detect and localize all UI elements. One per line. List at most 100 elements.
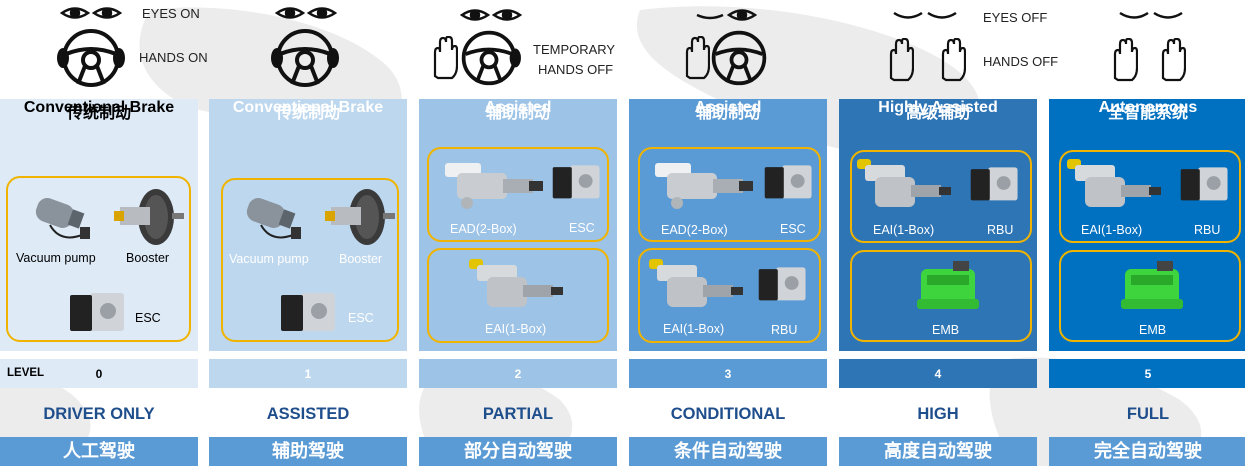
eyes-closed-icon [893, 11, 957, 19]
level-0-panel: 传统制动 Conventional Brake Vacuum pump Boos… [0, 99, 198, 351]
mode-name-0: DRIVER ONLY [43, 405, 155, 423]
brake-booster-icon [114, 189, 184, 245]
mode-name-zh-2: 部分自动驾驶 [419, 437, 617, 466]
level-bar-1: 1 [209, 359, 407, 388]
component-group [1059, 250, 1241, 342]
panel-title-en: Conventional Brake [232, 99, 384, 116]
eyes-half-closed-icon [696, 9, 757, 21]
panel-title-en: Assisted [484, 99, 552, 116]
level-label: LEVEL [7, 367, 45, 379]
component-group [221, 178, 399, 342]
panel-title-en: Conventional Brake [23, 99, 175, 116]
component-label-esc: ESC [135, 311, 161, 325]
vacuum-pump-icon [246, 198, 301, 239]
component-label-eai: EAI(1-Box) [663, 322, 725, 336]
mode-name-zh-4: 高度自动驾驶 [839, 437, 1037, 466]
component-group [850, 150, 1032, 243]
raised-hand-icon [433, 36, 458, 80]
esc-module-icon [764, 165, 812, 199]
panel-title-zh: 辅助制动 [485, 105, 550, 122]
component-group [638, 147, 821, 242]
component-label-rbu: RBU [987, 223, 1014, 237]
level-number: 5 [1144, 367, 1152, 381]
eai-1box-icon [649, 259, 743, 307]
panel-title-zh: 传统制动 [275, 105, 340, 122]
eai-1box-icon [469, 259, 563, 307]
component-label-eai: EAI(1-Box) [1081, 223, 1143, 237]
component-label-booster: Booster [339, 252, 383, 266]
emb-caliper-icon [1121, 261, 1183, 309]
mode-name-zh-3: 条件自动驾驶 [629, 437, 827, 466]
eyes-closed-icon [1119, 11, 1183, 19]
component-label-ead: EAD(2-Box) [450, 222, 517, 236]
eyes-open-icon [60, 7, 122, 19]
mode-name-zh-0: 人工驾驶 [0, 437, 198, 466]
raised-hand-icon [1113, 38, 1138, 82]
esc-module-icon [281, 293, 335, 331]
emb-caliper-icon [917, 261, 979, 309]
panel-title-en: Assisted [694, 99, 762, 116]
level-5-panel: 全智能系统 Autonomous EAI(1-Box) RBU EMB [1049, 99, 1245, 351]
eai-1box-icon [857, 159, 951, 207]
level-1-panel: 传统制动 Conventional Brake Vacuum pump Boos… [209, 99, 407, 351]
vacuum-pump-icon [35, 198, 90, 239]
level-number: 1 [304, 367, 312, 381]
component-label-esc: ESC [348, 311, 374, 325]
mode-name-1: ASSISTED [266, 405, 350, 423]
temporary-hands-off-label: HANDS OFF [538, 62, 614, 77]
panel-title-zh: 全智能系统 [1107, 105, 1188, 122]
component-label-emb: EMB [932, 323, 960, 337]
level-number: 4 [934, 367, 942, 381]
esc-module-icon [552, 165, 600, 199]
mode-name-zh-5: 完全自动驾驶 [1049, 437, 1245, 466]
mode-name-2: PARTIAL [482, 405, 554, 423]
level-number: 3 [724, 367, 732, 381]
component-label-esc: ESC [780, 222, 806, 236]
component-label-vacuum-pump: Vacuum pump [229, 252, 309, 266]
level-number: 2 [514, 367, 522, 381]
eyes-off-label: EYES OFF [983, 10, 1048, 25]
mode-name-5: FULL [1126, 405, 1170, 423]
panel-title-en: Autonomous [1098, 99, 1198, 116]
rbu-module-icon [1180, 167, 1228, 201]
steering-wheel-icon [711, 30, 767, 86]
component-group [427, 147, 609, 242]
component-label-eai: EAI(1-Box) [485, 322, 547, 336]
level-number: 0 [95, 367, 103, 381]
panel-title-zh: 传统制动 [66, 105, 131, 122]
mode-name-zh-1: 辅助驾驶 [209, 437, 407, 466]
eyes-open-icon [275, 7, 337, 19]
level-4-panel: 高级辅助 Highly Assisted EAI(1-Box) RBU EMB [839, 99, 1037, 351]
level-2-panel: 辅助制动 Assisted EAD(2-Box) ESC EAI(1-Box) [419, 99, 617, 351]
hands-on-label: HANDS ON [139, 50, 208, 65]
mode-name-4: HIGH [917, 405, 959, 423]
level-bar-3: 3 [629, 359, 827, 388]
steering-wheel-icon [461, 30, 521, 86]
eyes-open-icon [460, 9, 522, 21]
component-group [427, 248, 609, 343]
component-group [1059, 150, 1241, 243]
mode-name-3: CONDITIONAL [670, 405, 786, 423]
component-label-rbu: RBU [1194, 223, 1221, 237]
raised-hand-icon [941, 38, 966, 82]
component-label-rbu: RBU [771, 323, 798, 337]
temporary-label: TEMPORARY [533, 42, 616, 57]
ead-actuator-icon [445, 163, 543, 209]
panel-title-zh: 高级辅助 [905, 105, 970, 122]
level-bar-2: 2 [419, 359, 617, 388]
panel-title-zh: 辅助制动 [695, 105, 760, 122]
component-label-esc: ESC [569, 221, 595, 235]
component-group [638, 248, 821, 343]
panel-title-en: Highly Assisted [878, 99, 998, 116]
brake-booster-icon [325, 189, 395, 245]
level-bar-5: 5 [1049, 359, 1245, 388]
hands-off-label: HANDS OFF [983, 54, 1059, 69]
raised-hand-icon [889, 38, 914, 82]
raised-hand-icon [685, 36, 710, 80]
rbu-module-icon [970, 167, 1018, 201]
component-label-ead: EAD(2-Box) [661, 223, 728, 237]
component-label-emb: EMB [1139, 323, 1167, 337]
esc-module-icon [70, 293, 124, 331]
component-label-eai: EAI(1-Box) [873, 223, 935, 237]
component-group [6, 176, 191, 342]
